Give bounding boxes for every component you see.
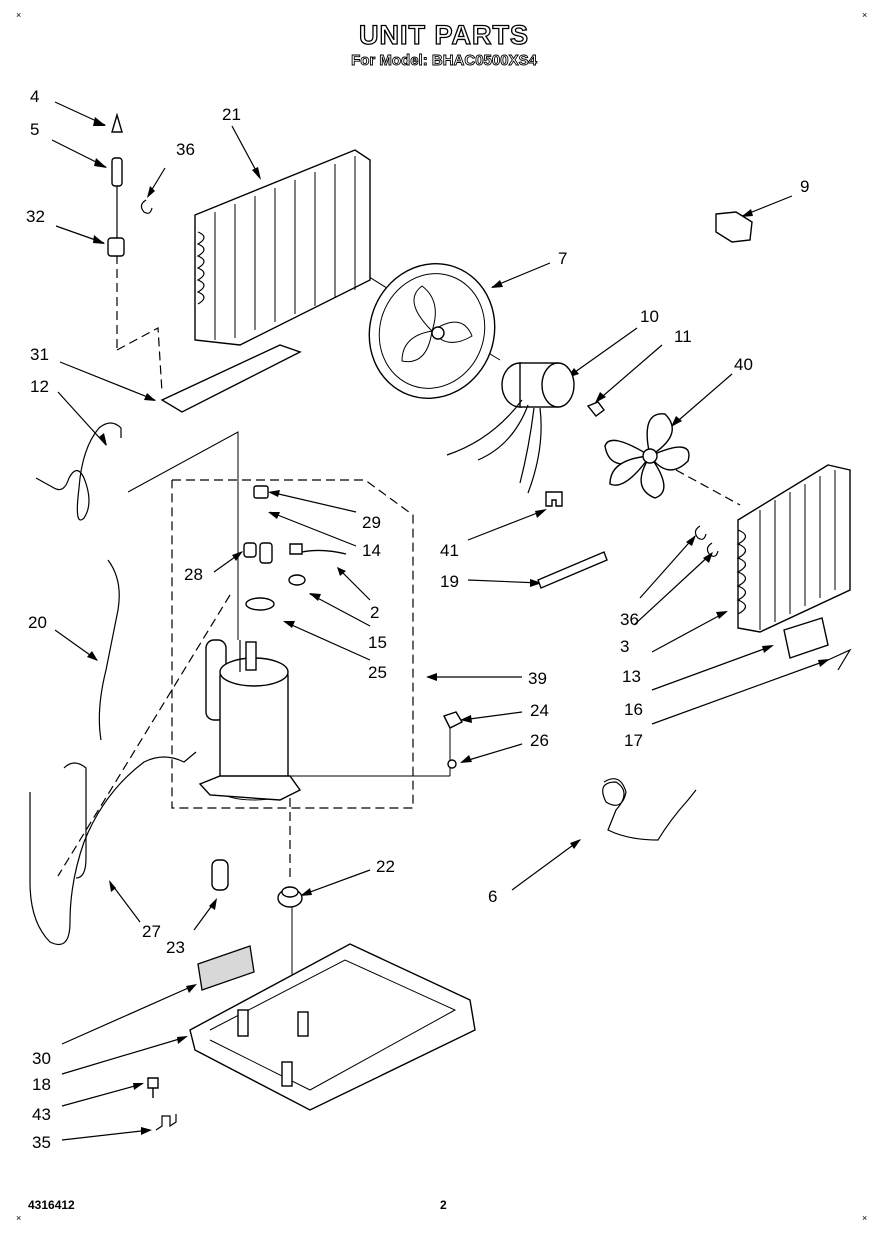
callout-35: 35	[32, 1133, 51, 1152]
wire-clip-part	[545, 491, 563, 507]
suction-tube-part	[29, 751, 197, 946]
drain-spring-part	[602, 778, 697, 841]
callout-30: 30	[32, 1049, 51, 1068]
callout-13: 13	[622, 667, 641, 686]
callout-numbers: 4 5 36 32 21 9 7 10 11 40 31 12 29 14 41…	[26, 87, 809, 1152]
callout-32: 32	[26, 207, 45, 226]
callout-31: 31	[30, 345, 49, 364]
cable-tie-part	[537, 551, 608, 589]
callout-29: 29	[362, 513, 381, 532]
document-number: 4316412	[28, 1198, 75, 1212]
callout-36-top: 36	[176, 140, 195, 159]
clip-part-right-1	[694, 525, 707, 540]
callout-2: 2	[370, 603, 379, 622]
callout-11: 11	[674, 327, 692, 346]
grommet-mount-part	[277, 886, 303, 908]
callout-23: 23	[166, 938, 185, 957]
overload-protector-part	[243, 542, 273, 564]
heater-tube-part	[160, 344, 302, 413]
fan-motor-part	[446, 362, 575, 494]
callout-17: 17	[624, 731, 643, 750]
mount-nut-part	[443, 711, 463, 729]
compressor-part	[198, 639, 302, 801]
callout-39: 39	[528, 669, 547, 688]
fan-shroud-part	[368, 262, 496, 400]
callout-41: 41	[440, 541, 459, 560]
callout-20: 20	[28, 613, 47, 632]
callout-4: 4	[30, 87, 39, 106]
callout-21: 21	[222, 105, 241, 124]
callout-28: 28	[184, 565, 203, 584]
callout-36-right: 36	[620, 610, 639, 629]
suction-bend-part	[63, 762, 87, 879]
terminal-cover-part	[289, 543, 347, 555]
condenser-coil-part	[736, 464, 851, 633]
callout-18: 18	[32, 1075, 51, 1094]
callout-14: 14	[362, 541, 381, 560]
insulation-part	[783, 617, 829, 659]
callout-19: 19	[440, 572, 459, 591]
clip-part-right-2	[706, 542, 719, 557]
callout-16: 16	[624, 700, 643, 719]
wire-harness-part	[98, 559, 120, 741]
callout-26: 26	[530, 731, 549, 750]
callout-15: 15	[368, 633, 387, 652]
callout-43: 43	[32, 1105, 51, 1124]
filter-drier-part	[211, 859, 229, 891]
clip-part	[140, 199, 153, 214]
corner-mark-bottom-left: ×	[16, 1213, 22, 1223]
screw-part	[147, 1077, 159, 1098]
insulation-pad-part	[197, 945, 255, 991]
model-subtitle: For Model: BHAC0500XS4	[351, 52, 538, 70]
corner-mark-top-left: ×	[16, 10, 22, 20]
cap-part	[288, 574, 306, 586]
page-number: 2	[440, 1198, 447, 1212]
corner-mark-bottom-right: ×	[862, 1213, 868, 1223]
capillary-tube-part	[35, 422, 122, 521]
callout-40: 40	[734, 355, 753, 374]
callout-6: 6	[488, 887, 497, 906]
leader-lines	[51, 101, 829, 1141]
gasket-part	[245, 597, 275, 611]
callout-12: 12	[30, 377, 49, 396]
callout-27: 27	[142, 922, 161, 941]
bracket-small-part	[827, 648, 852, 671]
grommet-part	[253, 485, 269, 499]
page-title: UNIT PARTS	[358, 19, 529, 50]
callout-7: 7	[558, 249, 567, 268]
fan-blade-part	[604, 413, 690, 499]
corner-mark-top-right: ×	[862, 10, 868, 20]
callout-24: 24	[530, 701, 549, 720]
washer-part	[447, 759, 457, 769]
spring-clip-part	[155, 1114, 177, 1131]
evaporator-coil-part	[194, 149, 371, 346]
callout-25: 25	[368, 663, 387, 682]
bracket-part	[715, 211, 753, 243]
arrowheads	[87, 117, 830, 1135]
callout-10: 10	[640, 307, 659, 326]
nut-part	[586, 401, 605, 417]
callout-3: 3	[620, 637, 629, 656]
callout-22: 22	[376, 857, 395, 876]
valve-cap-part	[107, 112, 125, 257]
base-pan-part	[189, 943, 476, 1111]
callout-5: 5	[30, 120, 39, 139]
callout-9: 9	[800, 177, 809, 196]
